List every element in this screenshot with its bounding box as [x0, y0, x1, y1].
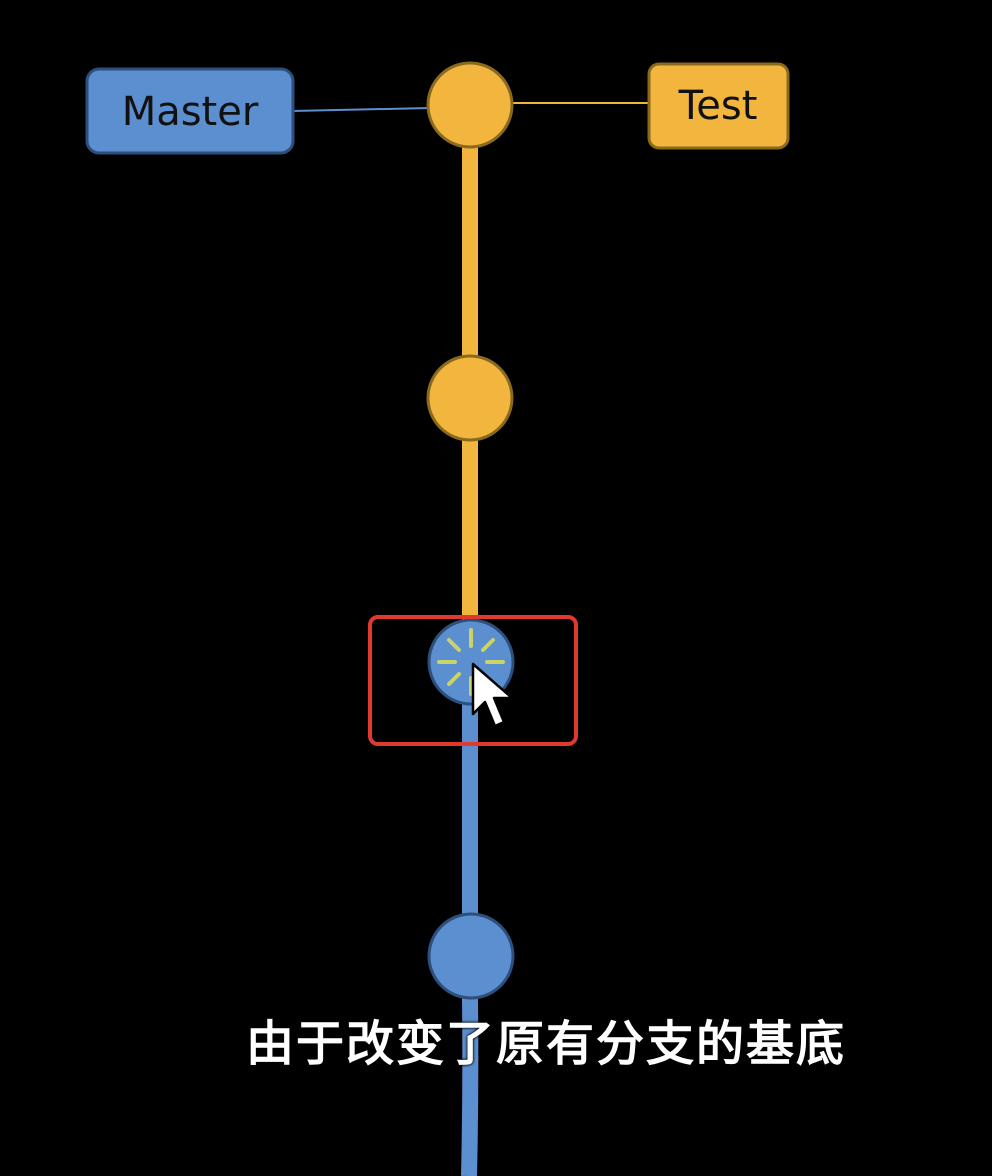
- master-label-text: Master: [122, 89, 259, 135]
- master-connector-line: [291, 107, 431, 112]
- subtitle-caption: 由于改变了原有分支的基底: [246, 1016, 847, 1072]
- commit-node-master[interactable]: [427, 912, 515, 1000]
- test-label-text: Test: [678, 83, 758, 129]
- commit-node-test-middle[interactable]: [426, 354, 514, 442]
- highlight-box: [368, 615, 578, 746]
- master-branch-label[interactable]: Master: [85, 67, 295, 155]
- commit-node-test-head[interactable]: [426, 61, 514, 149]
- test-branch-label[interactable]: Test: [647, 62, 790, 150]
- master-branch-line: [461, 700, 479, 1176]
- mouse-pointer-icon: [471, 662, 514, 728]
